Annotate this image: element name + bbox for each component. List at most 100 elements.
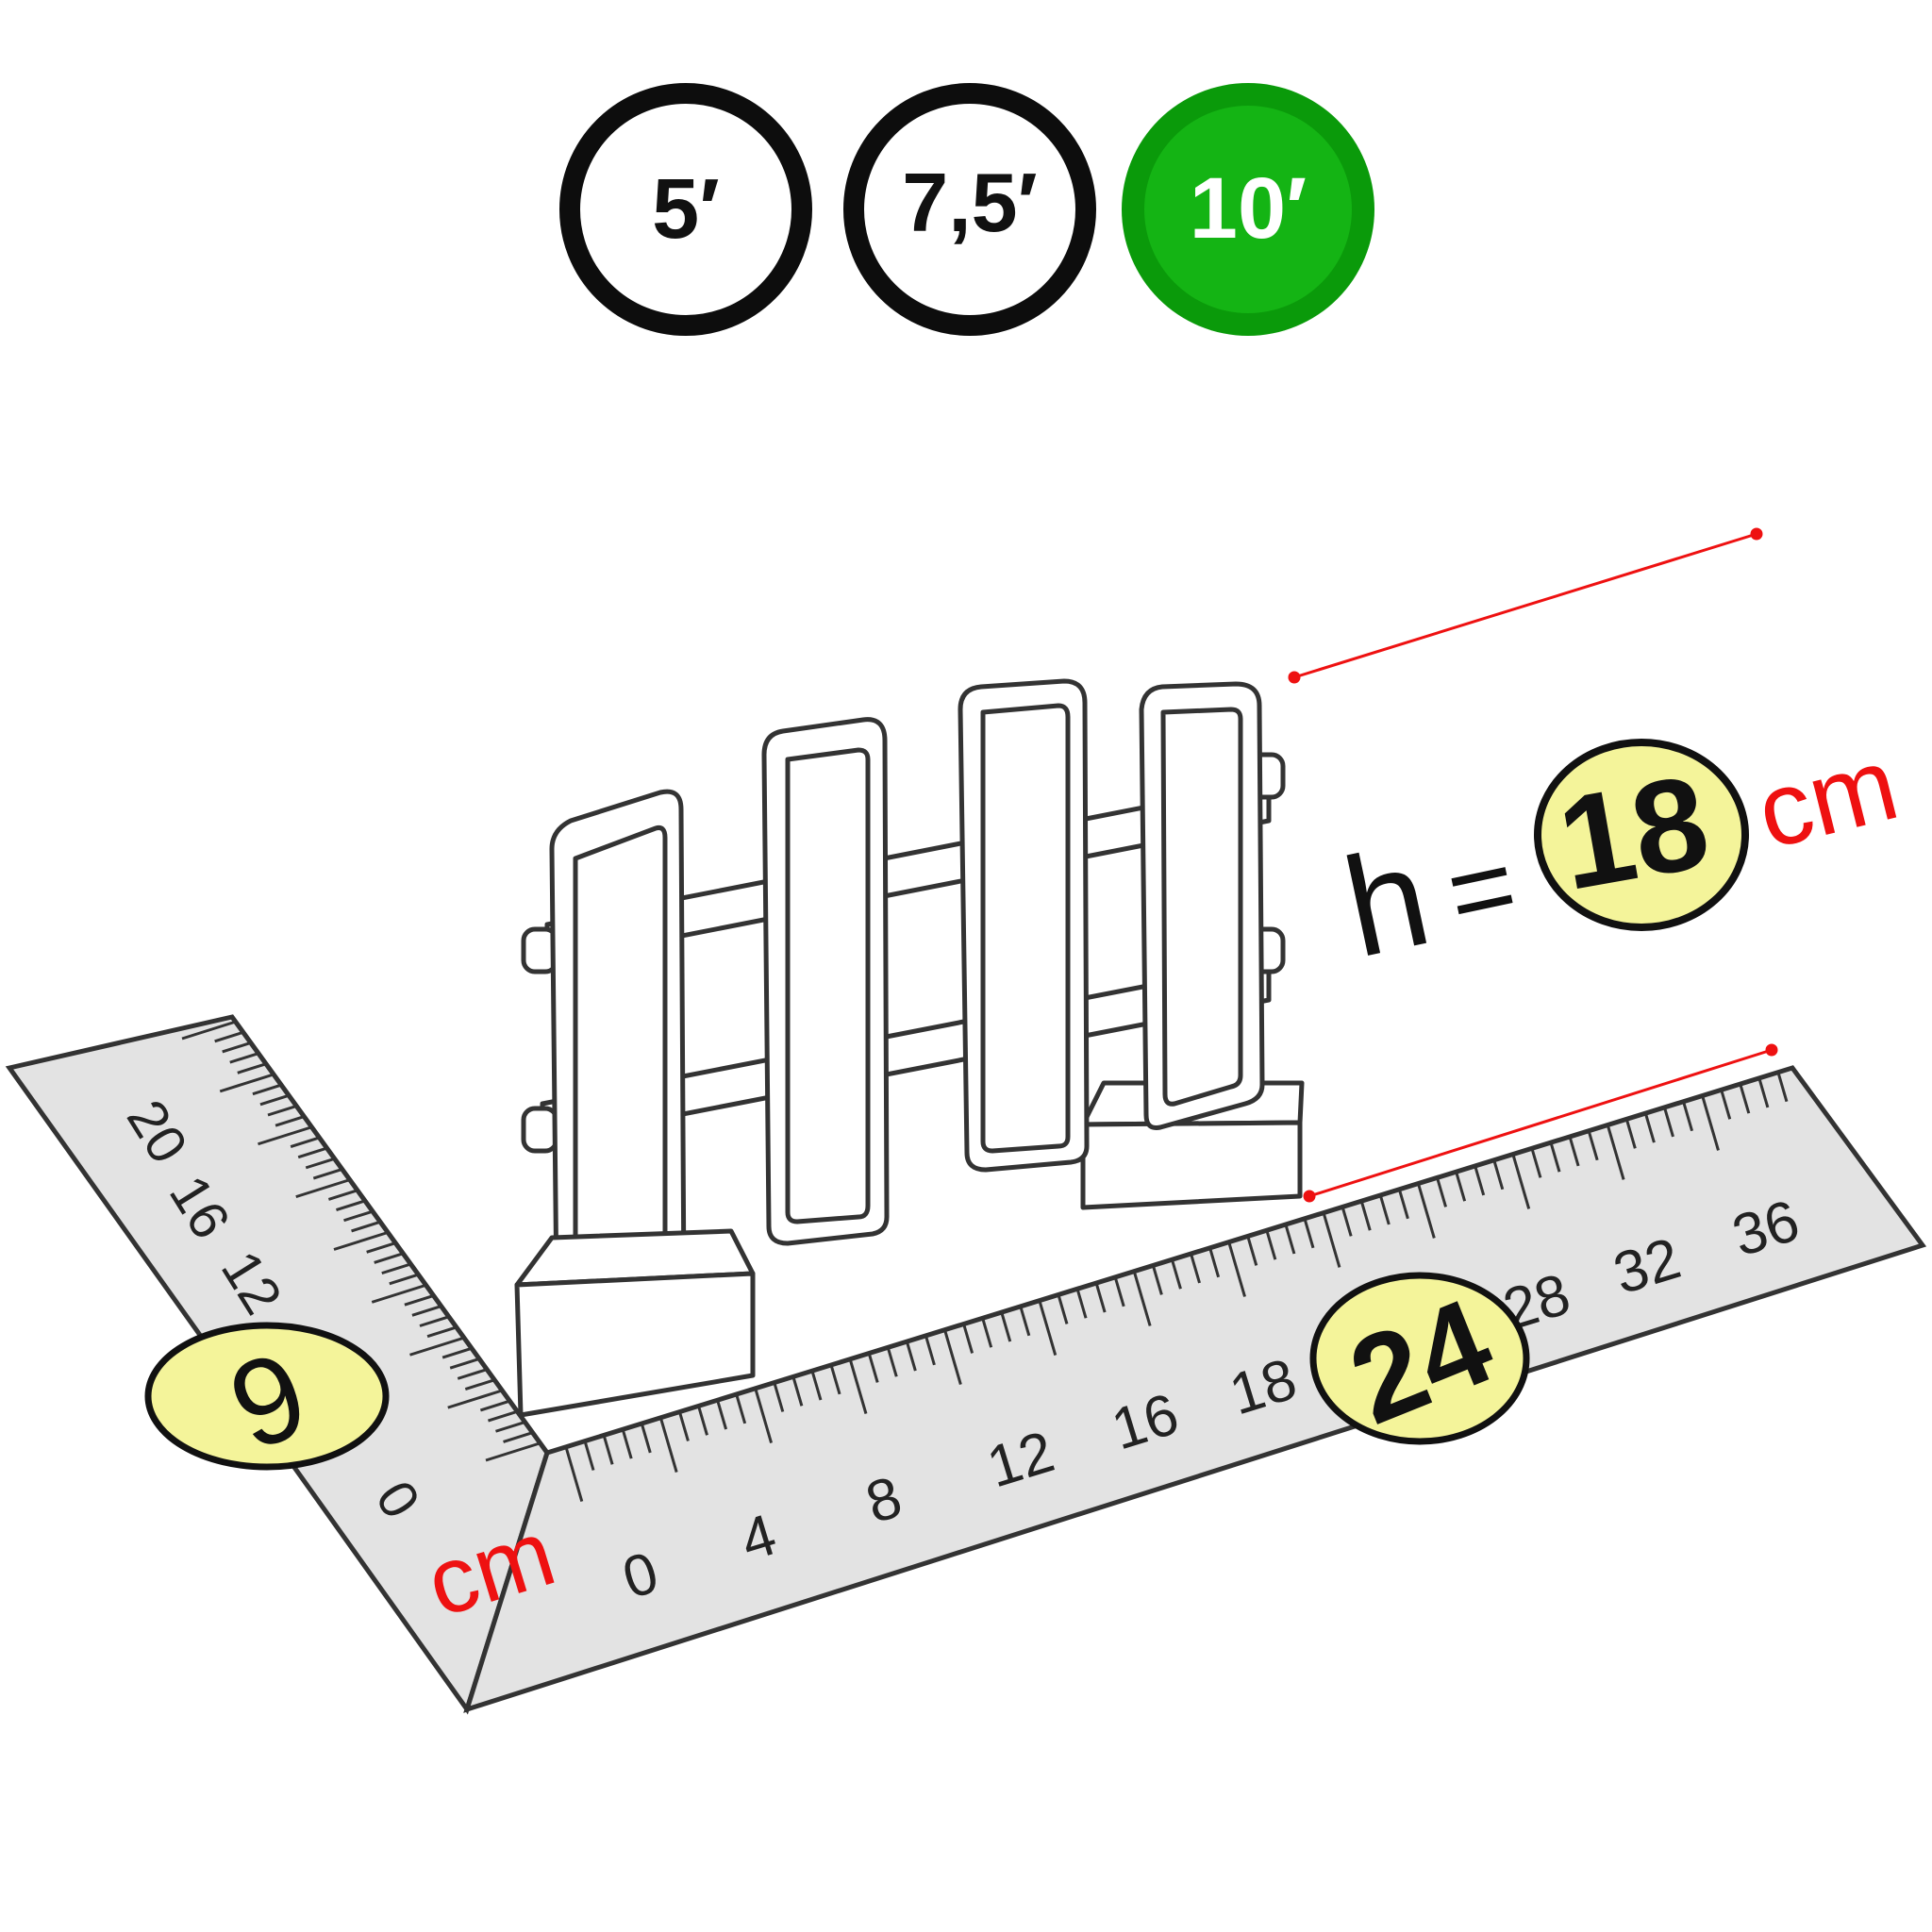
side-ruler-tick-mark-9 — [275, 1115, 305, 1127]
front-ruler-tick-mark-55 — [1606, 1124, 1625, 1180]
side-ruler-tick-mark-0 — [181, 1020, 237, 1041]
height-value-badge — [1534, 739, 1749, 931]
scale-option-5-ring — [559, 83, 812, 336]
fence-picket-1 — [549, 789, 687, 1309]
fence-picket-4 — [1139, 681, 1265, 1130]
front-ruler-tick-mark-43 — [1378, 1194, 1391, 1225]
scale-option-10-fill — [1144, 106, 1352, 313]
side-ruler-tick-mark-28 — [419, 1315, 449, 1327]
front-ruler-tick-mark-19 — [924, 1335, 936, 1366]
height-label-h: h — [1332, 816, 1442, 988]
depth-badge: 6 — [144, 1322, 390, 1477]
front-ruler-tick-mark-12 — [791, 1376, 804, 1407]
front-ruler-tick-mark-20 — [943, 1329, 962, 1385]
side-ruler-tick-mark-40 — [485, 1441, 541, 1462]
front-ruler-tick-mark-45 — [1417, 1183, 1436, 1239]
side-ruler-tick-mark-35 — [447, 1389, 503, 1409]
height-value: 18 — [1548, 746, 1719, 918]
front-ruler-tick-mark-23 — [1000, 1311, 1012, 1342]
front-ruler-tick-mark-16 — [867, 1353, 879, 1383]
front-ruler-tick-mark-1 — [583, 1441, 595, 1471]
front-ruler-tick-mark-3 — [621, 1428, 633, 1459]
side-ruler-tick-mark-36 — [479, 1399, 510, 1412]
scale-option-7-5[interactable]: 7,5′ — [843, 83, 1096, 336]
side-ruler-tick-mark-19 — [351, 1220, 381, 1233]
fence-picket-3-inner — [980, 703, 1071, 1154]
fence-picket-3 — [958, 678, 1090, 1173]
front-ruler-tick-mark-47 — [1455, 1172, 1467, 1202]
front-ruler-tick-mark-5 — [658, 1417, 678, 1474]
front-ruler-tick-mark-37 — [1265, 1230, 1277, 1260]
front-ruler-tick-mark-4 — [640, 1423, 652, 1454]
front-ruler-tick-mark-10 — [754, 1388, 774, 1443]
height-top-line — [1293, 532, 1757, 679]
side-ruler-tick-mark-27 — [411, 1305, 441, 1317]
front-ruler-tick-mark-31 — [1151, 1265, 1163, 1295]
front-ruler-tick-mark-59 — [1682, 1101, 1694, 1132]
front-ruler-tick-mark-54 — [1587, 1130, 1599, 1161]
front-ruler-tick-mark-30 — [1132, 1271, 1152, 1326]
front-ruler-tick-mark-49 — [1492, 1159, 1505, 1191]
side-ruler-tick-mark-6 — [252, 1083, 282, 1096]
depth-badge-circle — [144, 1322, 390, 1471]
height-top-end-dot — [1750, 527, 1763, 541]
front-ruler-tick-mark-6 — [678, 1411, 690, 1441]
side-ruler-tick-mark-37 — [487, 1410, 518, 1423]
side-ruler-tick-mark-4 — [237, 1062, 267, 1074]
width-badge: 24 — [1309, 1272, 1530, 1451]
fence-illustration — [514, 678, 1305, 1418]
side-ruler-tick-mark-16 — [327, 1189, 358, 1201]
side-ruler-tick-mark-11 — [290, 1136, 321, 1148]
fence-picket-4-inner — [1160, 707, 1243, 1107]
front-ruler-tick-mark-64 — [1776, 1072, 1789, 1103]
front-ruler-tick-mark-22 — [981, 1318, 993, 1348]
fence-base-left — [514, 1228, 756, 1418]
front-ruler-tick-mark-9 — [735, 1393, 747, 1424]
front-ruler-tick-mark-58 — [1663, 1107, 1674, 1138]
side-ruler-tick-mark-5 — [219, 1073, 275, 1093]
front-ruler-tick-mark-36 — [1246, 1236, 1258, 1266]
front-ruler-tick-mark-29 — [1113, 1276, 1125, 1307]
scale-option-5[interactable]: 5′ — [559, 83, 812, 336]
width-badge-circle — [1309, 1272, 1530, 1445]
fence-rail-hook-left-lower — [521, 1106, 559, 1154]
scale-option-7-5-label: 7,5′ — [902, 156, 1037, 249]
side-ruler-tick-mark-8 — [267, 1104, 297, 1117]
front-ruler-tick-mark-62 — [1739, 1083, 1751, 1114]
scale-selector: 5′ 7,5′ 10′ — [559, 83, 1374, 336]
front-ruler-tick-mark-48 — [1474, 1165, 1486, 1196]
front-ruler: 0 4 8 12 16 18 28 32 36 cm — [415, 1065, 1927, 1713]
front-ruler-tick-mark-26 — [1057, 1294, 1069, 1324]
height-label: h = 18 cm — [1332, 724, 1908, 987]
side-ruler-tick-mark-25 — [371, 1283, 426, 1304]
fence-base-right-front — [1080, 1120, 1303, 1210]
scale-option-10-label: 10′ — [1190, 160, 1307, 257]
side-ruler-tick-mark-31 — [441, 1346, 473, 1359]
side-ruler-tick-mark-1 — [214, 1030, 244, 1043]
front-ruler-tick-mark-53 — [1568, 1136, 1580, 1167]
side-ruler-tick-mark-17 — [335, 1199, 366, 1212]
side-ruler-tick-mark-7 — [259, 1093, 290, 1107]
side-ruler-tick-mark-30 — [409, 1336, 464, 1357]
front-ruler-tick-mark-56 — [1624, 1119, 1637, 1149]
side-ruler-tick-mark-26 — [404, 1294, 434, 1307]
side-ruler-tick-mark-33 — [457, 1368, 488, 1380]
front-ruler-ticks — [564, 1072, 1789, 1503]
side-ruler-tick-mark-20 — [333, 1231, 389, 1251]
front-ruler-tick-mark-15 — [848, 1358, 868, 1414]
height-dimension-lines — [1288, 527, 1778, 1203]
scale-option-10[interactable]: 10′ — [1122, 83, 1374, 336]
side-ruler-tick-mark-13 — [305, 1157, 336, 1170]
front-ruler-tick-mark-17 — [886, 1347, 898, 1377]
front-ruler-tick-mark-40 — [1322, 1212, 1341, 1268]
front-ruler-tick-mark-25 — [1038, 1300, 1058, 1356]
front-ruler-tick-mark-63 — [1757, 1077, 1770, 1108]
front-ruler-tick-mark-33 — [1190, 1253, 1201, 1284]
side-ruler-tick-mark-21 — [366, 1241, 396, 1254]
front-ruler-tick-mark-27 — [1075, 1289, 1088, 1319]
fence-picket-2 — [761, 717, 890, 1246]
side-ruler-tick-mark-32 — [449, 1357, 480, 1370]
front-ruler-tick-mark-61 — [1720, 1090, 1732, 1120]
front-ruler-tick-mark-18 — [905, 1341, 917, 1372]
